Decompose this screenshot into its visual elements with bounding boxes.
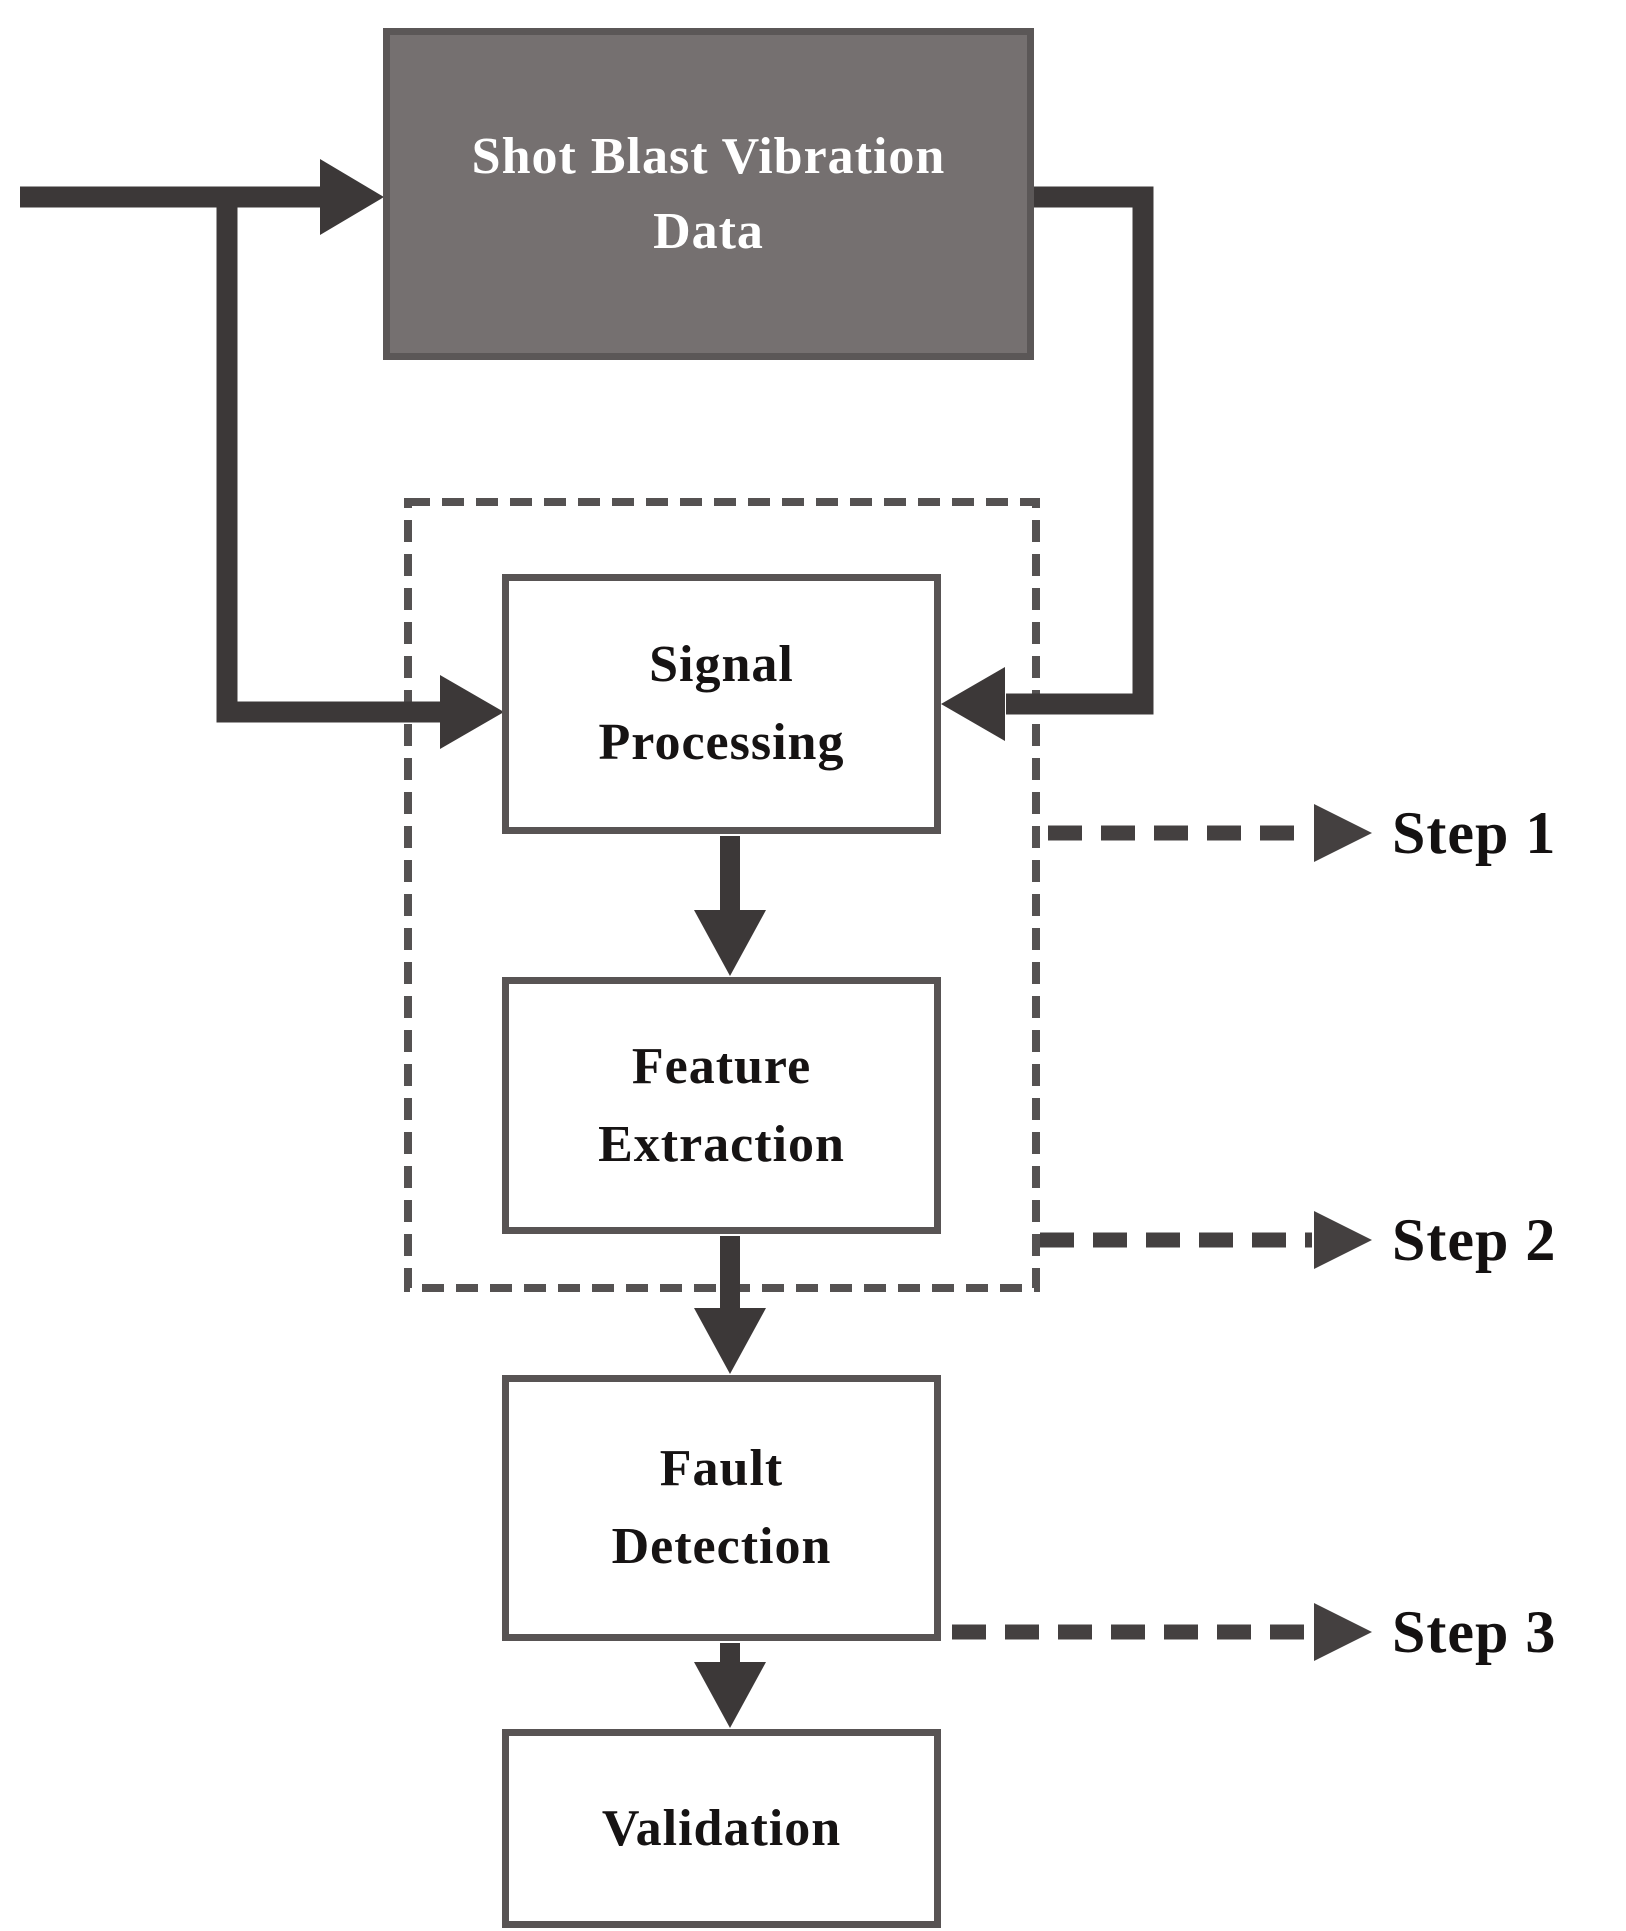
step-label-3: Step 3 bbox=[1392, 1599, 1557, 1665]
node-fault-detection: Fault Detection bbox=[502, 1375, 941, 1641]
step3-dashed-arrow bbox=[952, 1603, 1372, 1661]
node-label-line: Data bbox=[653, 203, 764, 260]
node-label-line: Signal bbox=[649, 636, 794, 693]
arrow-input-to-data bbox=[20, 159, 384, 235]
arrow-branch-to-signal-processing bbox=[216, 200, 504, 749]
step2-dashed-arrow bbox=[1040, 1211, 1372, 1269]
arrow-feedback-to-signal-processing bbox=[941, 186, 1154, 741]
node-shot-blast-vibration-data: Shot Blast Vibration Data bbox=[383, 28, 1034, 360]
node-validation: Validation bbox=[502, 1729, 941, 1928]
node-label-line: Detection bbox=[611, 1518, 832, 1575]
arrow-feature-to-fault bbox=[694, 1236, 766, 1374]
node-signal-processing: Signal Processing bbox=[502, 574, 941, 834]
node-label-line: Extraction bbox=[598, 1115, 845, 1173]
step1-dashed-arrow bbox=[1048, 804, 1372, 862]
arrow-signal-to-feature bbox=[694, 836, 766, 976]
node-label-line: Feature bbox=[631, 1037, 812, 1095]
node-feature-extraction: Feature Extraction bbox=[502, 977, 941, 1234]
arrow-fault-to-validation bbox=[694, 1643, 766, 1728]
step-label-1: Step 1 bbox=[1392, 800, 1557, 866]
node-label-line: Validation bbox=[601, 1799, 842, 1857]
step-label-2: Step 2 bbox=[1392, 1207, 1557, 1273]
node-label-line: Processing bbox=[598, 714, 845, 771]
dashed-steps-container bbox=[404, 498, 1040, 1292]
node-label-line: Fault bbox=[659, 1440, 784, 1497]
node-label-line: Shot Blast Vibration bbox=[471, 127, 946, 185]
